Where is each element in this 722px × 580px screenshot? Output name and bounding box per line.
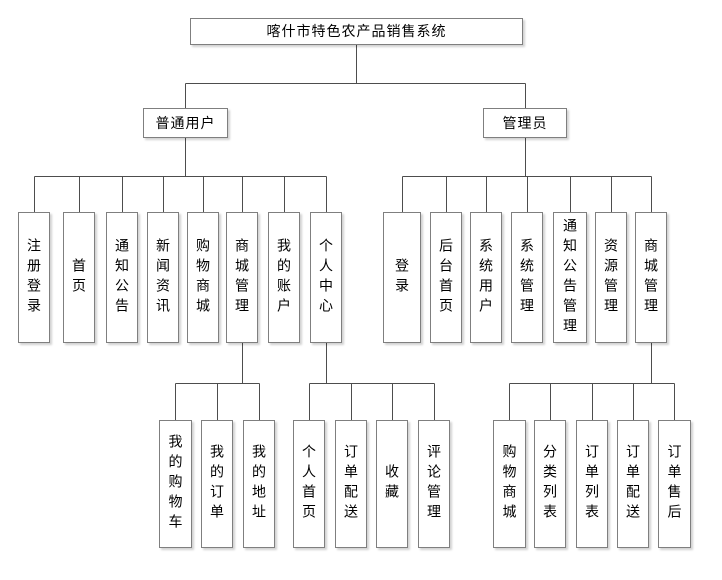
node-news-info: 新闻资讯 <box>147 212 179 343</box>
node-personal-home: 个人首页 <box>293 420 325 548</box>
node-notice-management: 通知公告管理 <box>553 212 587 343</box>
node-mall-management-admin: 商城管理 <box>635 212 667 343</box>
connector-personal-center-group <box>309 343 435 420</box>
connector-regular-user-branch <box>34 138 327 212</box>
node-order-delivery-user: 订单配送 <box>335 420 367 548</box>
node-resource-management: 资源管理 <box>595 212 627 343</box>
node-my-address: 我的地址 <box>243 420 275 548</box>
node-admin: 管理员 <box>483 108 567 138</box>
connector-mall-management-user-group <box>175 343 260 420</box>
node-personal-center: 个人中心 <box>310 212 342 343</box>
node-my-orders: 我的订单 <box>201 420 233 548</box>
node-root-title: 喀什市特色农产品销售系统 <box>190 18 523 45</box>
node-order-list: 订单列表 <box>576 420 608 548</box>
node-notice-announcement: 通知公告 <box>106 212 138 343</box>
node-favorites: 收藏 <box>376 420 408 548</box>
connector-admin-branch <box>402 138 652 212</box>
node-home-page: 首页 <box>63 212 95 343</box>
node-register-login: 注册登录 <box>18 212 50 343</box>
connector-mall-management-admin-group <box>509 343 675 420</box>
node-order-delivery-admin: 订单配送 <box>617 420 649 548</box>
node-my-account: 我的账户 <box>268 212 300 343</box>
node-shopping-mall-user: 购物商城 <box>187 212 219 343</box>
node-comment-management: 评论管理 <box>418 420 450 548</box>
node-category-list: 分类列表 <box>534 420 566 548</box>
node-shopping-mall-admin: 购物商城 <box>493 420 526 548</box>
connector-root-to-branches <box>185 45 526 108</box>
node-mall-management-user: 商城管理 <box>226 212 258 343</box>
node-login: 登录 <box>383 212 421 343</box>
node-regular-user: 普通用户 <box>143 108 228 138</box>
node-system-user: 系统用户 <box>470 212 502 343</box>
node-admin-home: 后台首页 <box>430 212 462 343</box>
node-order-aftersales: 订单售后 <box>658 420 691 548</box>
node-system-management: 系统管理 <box>511 212 543 343</box>
node-my-cart: 我的购物车 <box>159 420 192 548</box>
